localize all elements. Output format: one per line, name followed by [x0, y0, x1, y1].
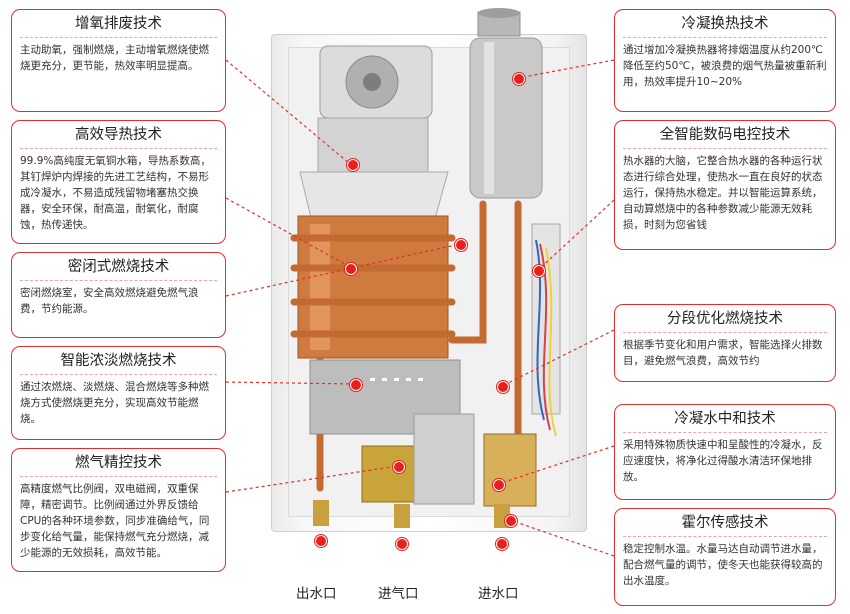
leader-line-sealed-combustion [225, 243, 461, 297]
leader-line-smart-control [537, 199, 615, 271]
card-sealed-combustion: 密闭式燃烧技术 密闭燃烧室，安全高效燃烧避免燃气浪费，节约能源。 [11, 252, 226, 338]
card-desc: 高精度燃气比例阀，双电磁阀，双重保障，精密调节。比例阀通过外界反馈给CPU的各种… [20, 483, 210, 559]
marker-dot [396, 538, 408, 550]
card-condensing-heat: 冷凝换热技术 通过增加冷凝换热器将排烟温度从约200℃降低至约50℃，被浪费的烟… [614, 9, 836, 112]
card-hall-sensor: 霍尔传感技术 稳定控制水温。水量马达自动调节进水量，配合燃气量的调节，使冬天也能… [614, 508, 836, 606]
copper-tube-5 [448, 200, 487, 344]
card-forced-exhaust: 增氧排废技术 主动助氧，强制燃烧，主动增氧燃烧使燃烧更充分，更节能，热效率明显提… [11, 9, 226, 112]
leader-line-neutralize [497, 445, 615, 485]
card-title: 高效导热技术 [20, 125, 217, 149]
burner-slot [418, 378, 423, 381]
card-smart-digital-control: 全智能数码电控技术 热水器的大脑，它整合热水器的各种运行状态进行综合处理，使热水… [614, 120, 836, 250]
card-title: 密闭式燃烧技术 [20, 257, 217, 281]
marker-dot [455, 239, 467, 251]
card-heat-conduction: 高效导热技术 99.9%高纯度无氧铜水箱，导热系数高，其钉焊炉内焊接的先进工艺结… [11, 120, 226, 244]
marker-dot [533, 265, 545, 277]
card-gas-precision: 燃气精控技术 高精度燃气比例阀，双电磁阀，双重保障，精密调节。比例阀通过外界反馈… [11, 448, 226, 572]
leader-line-gas-precision [225, 465, 399, 493]
port-gas-inlet-label: 进气口 [378, 586, 419, 602]
leader-line-segmented [501, 329, 615, 387]
burner-slot [394, 378, 399, 381]
card-title: 分段优化燃烧技术 [623, 309, 827, 333]
leader-line-rich-lean [225, 381, 357, 385]
card-rich-lean-combustion: 智能浓淡燃烧技术 通过浓燃烧、淡燃烧、混合燃烧等多种燃烧方式使燃烧更充分，实现高… [11, 346, 226, 440]
leader-line-condensing [517, 59, 615, 79]
copper-shine [310, 224, 330, 350]
card-desc: 主动助氧，强制燃烧，主动增氧燃烧使燃烧更充分，更节能，热效率明显提高。 [20, 44, 209, 72]
fan-motor-hub [363, 73, 381, 91]
marker-dot [345, 263, 357, 275]
leader-line-heat-conduction [225, 197, 353, 269]
leader-line-hall-sensor [509, 519, 615, 557]
card-title: 燃气精控技术 [20, 453, 217, 477]
exchanger-highlight [484, 42, 494, 194]
marker-dot [505, 515, 517, 527]
wire [535, 239, 545, 421]
card-desc: 99.9%高纯度无氧铜水箱，导热系数高，其钉焊炉内焊接的先进工艺结构，不易形成冷… [20, 155, 211, 231]
hood [299, 171, 449, 223]
marker-dot [315, 535, 327, 547]
gas-valve [361, 445, 419, 503]
port-water-inlet-label: 进水口 [478, 586, 519, 602]
condensing-exchanger [469, 37, 543, 199]
card-desc: 稳定控制水温。水量马达自动调节进水量，配合燃气量的调节，使冬天也能获得较高的出水… [623, 543, 823, 587]
burner-slot [406, 378, 411, 381]
marker-dot [496, 538, 508, 550]
card-desc: 通过浓燃烧、淡燃烧、混合燃烧等多种燃烧方式使燃烧更充分，实现高效节能燃烧。 [20, 381, 209, 425]
marker-dot [493, 479, 505, 491]
fan-housing [317, 117, 429, 173]
card-title: 冷凝换热技术 [623, 14, 827, 38]
card-segmented-combustion: 分段优化燃烧技术 根据季节变化和用户需求，智能选择火排数目，避免燃气浪费，高效节… [614, 304, 836, 382]
marker-dot [497, 381, 509, 393]
card-desc: 密闭燃烧室，安全高效燃烧避免燃气浪费，节约能源。 [20, 287, 199, 315]
card-title: 冷凝水中和技术 [623, 409, 827, 433]
card-title: 全智能数码电控技术 [623, 125, 827, 149]
card-desc: 通过增加冷凝换热器将排烟温度从约200℃降低至约50℃，被浪费的烟气热量被重新利… [623, 44, 827, 88]
gas-valve-block [413, 413, 475, 505]
card-title: 智能浓淡燃烧技术 [20, 351, 217, 375]
card-title: 增氧排废技术 [20, 14, 217, 38]
water-valve [483, 433, 537, 507]
card-condensate-neutralize: 冷凝水中和技术 采用特殊物质快速中和呈酸性的冷凝水，反应速度快，将净化过得酸水清… [614, 404, 836, 500]
marker-dot [347, 159, 359, 171]
leader-line-forced-exhaust [225, 59, 351, 165]
burner-slot [370, 378, 375, 381]
marker-dot [350, 379, 362, 391]
marker-dot [393, 461, 405, 473]
outlet-connector [313, 500, 329, 526]
card-desc: 采用特殊物质快速中和呈酸性的冷凝水，反应速度快，将净化过得酸水清洁环保地排放。 [623, 439, 823, 483]
flue-pipe-top [478, 8, 520, 18]
port-water-outlet-label: 出水口 [296, 586, 337, 602]
marker-dot [513, 73, 525, 85]
card-desc: 热水器的大脑，它整合热水器的各种运行状态进行综合处理，使热水一直在良好的状态运行… [623, 155, 823, 231]
wire [545, 247, 557, 437]
burner-slot [382, 378, 387, 381]
card-desc: 根据季节变化和用户需求，智能选择火排数目，避免燃气浪费，高效节约 [623, 339, 823, 367]
card-title: 霍尔传感技术 [623, 513, 827, 537]
gas-connector [394, 504, 410, 528]
